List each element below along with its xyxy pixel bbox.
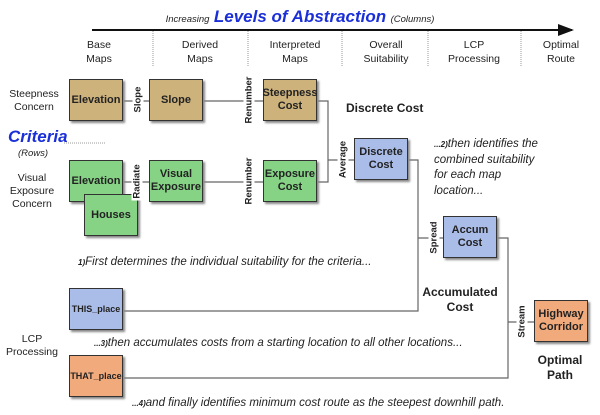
header-title: Increasing Levels of Abstraction (Column… (0, 7, 600, 27)
row-label: LCP (21, 333, 43, 345)
box-label: Cost (277, 181, 303, 193)
step-text: and finally identifies minimum cost rout… (145, 397, 505, 409)
criteria-label: Criteria (8, 127, 68, 146)
box-label: Exposure (150, 181, 202, 193)
row-label: Visual (17, 172, 47, 184)
step-1-text: 1)First determines the individual suitab… (78, 256, 371, 268)
box-label: Visual (159, 168, 193, 180)
label-line: Optimal (537, 353, 583, 367)
box-label: THIS_place (71, 303, 121, 314)
box-label: THAT_place (70, 370, 122, 381)
column-label: Base (87, 39, 111, 51)
box-label: Steepness (262, 87, 318, 99)
criteria-rows-label: (Rows) (18, 148, 49, 159)
header-suffix: (Columns) (390, 14, 435, 25)
op-renumber-1: Renumber (243, 76, 255, 125)
step-text: then accumulates costs from a starting l… (107, 337, 463, 349)
box-label: Discrete (359, 146, 403, 158)
discrete-cost-label: Discrete Cost (346, 101, 424, 115)
box-label: Accum (451, 224, 489, 236)
step-number: ...3) (94, 339, 108, 348)
step-number: ...2) (434, 140, 448, 149)
step-number: 1) (78, 258, 86, 267)
column-label: LCP (463, 39, 485, 51)
column-label: Maps (86, 53, 112, 65)
column-label: Maps (282, 53, 308, 65)
column-label: Maps (187, 53, 213, 65)
box-label: Cost (277, 100, 303, 112)
step-2-text: ...2)then identifies the combined suitabi… (434, 137, 538, 199)
column-label: Suitability (363, 53, 409, 65)
column-label: Derived (181, 39, 219, 51)
box-label: Elevation (71, 175, 121, 187)
box-label: Slope (161, 93, 191, 106)
box-label: Elevation (71, 93, 121, 106)
column-label: Processing (448, 53, 500, 65)
label-line: Accumulated (422, 285, 498, 299)
step-text: combined suitability (434, 153, 535, 166)
op-radiate: Radiate (131, 162, 143, 201)
houses-map-box[interactable]: Houses (84, 194, 138, 236)
box-label: Cost (457, 237, 483, 249)
row-label: Exposure (9, 185, 55, 197)
column-label: Route (546, 53, 576, 65)
step-number: ...4) (132, 399, 146, 408)
label-line: Cost (446, 300, 474, 314)
op-average: Average (337, 138, 349, 181)
box-label: Cost (368, 159, 394, 171)
header-prefix: Increasing (165, 14, 210, 25)
row-label: Processing (6, 346, 58, 358)
op-stream: Stream (516, 302, 528, 341)
row-label: Concern (12, 198, 52, 210)
column-lcp-processing: LCP Processing (429, 38, 519, 66)
op-slope: Slope (132, 86, 144, 114)
step-3-text: ...3)then accumulates costs from a start… (94, 337, 463, 349)
step-text: location... (434, 184, 484, 197)
column-label: Interpreted (269, 39, 321, 51)
column-label: Optimal (542, 39, 580, 51)
this-place-box[interactable]: THIS_place (69, 288, 123, 330)
step-4-text: ...4)and finally identifies minimum cost… (132, 397, 504, 409)
box-label: Exposure (264, 168, 316, 180)
column-label: Overall (369, 39, 403, 51)
op-spread: Spread (428, 219, 440, 256)
op-renumber-2: Renumber (243, 157, 255, 206)
row-label: Concern (14, 101, 54, 113)
step-text: for each map (434, 169, 502, 181)
box-label: Highway (538, 308, 584, 320)
elevation-map-box[interactable]: Elevation (69, 79, 123, 121)
step-text: First determines the individual suitabil… (85, 256, 372, 268)
label-line: Path (546, 368, 573, 382)
row-label: Steepness (9, 88, 59, 100)
that-place-box[interactable]: THAT_place (69, 355, 123, 397)
box-label: Corridor (538, 321, 583, 333)
box-label: Houses (91, 208, 131, 221)
header-main: Levels of Abstraction (213, 7, 387, 26)
step-text: then identifies the (447, 138, 538, 150)
slope-map-box[interactable]: Slope (149, 79, 203, 121)
